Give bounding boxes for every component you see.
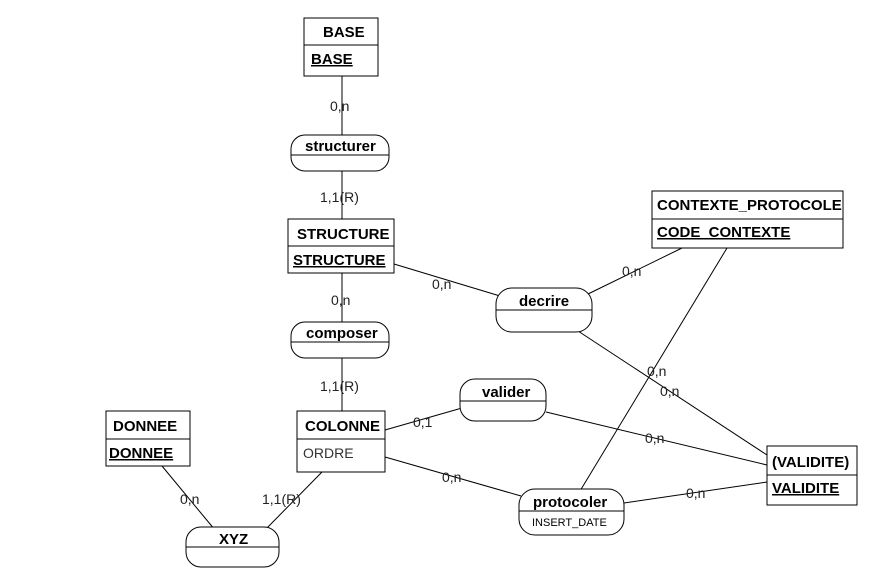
link-colonne-valider: [384, 407, 463, 431]
entity-structure-name: STRUCTURE: [297, 226, 390, 243]
card-contexte-protocoler: 0,n: [647, 363, 666, 379]
entity-colonne-name: COLONNE: [305, 418, 380, 435]
card-contexte-decrire: 0,n: [622, 263, 641, 279]
entity-structure[interactable]: STRUCTURE STRUCTURE: [287, 218, 395, 274]
card-base-structurer: 0,n: [330, 98, 349, 114]
relation-xyz-name: XYZ: [219, 531, 248, 548]
card-validite-valider: 0,n: [645, 430, 664, 446]
entity-donnee-name: DONNEE: [113, 418, 177, 435]
entity-base-name: BASE: [323, 24, 365, 41]
link-structure-decrire: [393, 263, 501, 297]
relation-valider-name: valider: [482, 384, 531, 401]
card-colonne-xyz: 1,1(R): [262, 491, 301, 507]
entity-base-key: BASE: [311, 51, 353, 68]
relation-composer[interactable]: composer: [290, 321, 390, 359]
relation-protocoler-name: protocoler: [533, 494, 607, 511]
entity-validite-key: VALIDITE: [772, 480, 839, 497]
entity-validite-name: (VALIDITE): [772, 454, 849, 471]
link-colonne-protocoler: [384, 456, 522, 497]
link-colonne-xyz: [264, 471, 323, 531]
link-donnee-xyz: [161, 465, 216, 531]
relation-structurer[interactable]: structurer: [290, 134, 390, 172]
entity-contexte-protocole-key: CODE_CONTEXTE: [657, 224, 790, 241]
card-validite-protocoler: 0,n: [686, 485, 705, 501]
entity-colonne-attr: ORDRE: [303, 445, 354, 461]
relation-structurer-name: structurer: [305, 138, 376, 155]
card-colonne-protocoler: 0,n: [442, 469, 461, 485]
relation-protocoler[interactable]: protocoler INSERT_DATE: [518, 488, 625, 536]
card-colonne-composer: 1,1(R): [320, 378, 359, 394]
card-structure-structurer: 1,1(R): [320, 189, 359, 205]
link-protocoler-validite: [623, 481, 768, 504]
entity-contexte-protocole[interactable]: CONTEXTE_PROTOCOLE CODE_CONTEXTE: [651, 190, 844, 249]
relation-decrire[interactable]: decrire: [495, 287, 593, 333]
entity-validite[interactable]: (VALIDITE) VALIDITE: [766, 445, 858, 506]
entity-colonne[interactable]: COLONNE ORDRE: [296, 410, 386, 473]
link-decrire-contexte: [587, 247, 683, 295]
relation-valider[interactable]: valider: [459, 378, 547, 422]
entity-base[interactable]: BASE BASE: [303, 17, 379, 77]
card-colonne-valider: 0,1: [413, 414, 433, 430]
relation-protocoler-attr: INSERT_DATE: [532, 517, 607, 529]
card-donnee-xyz: 0,n: [180, 491, 199, 507]
card-validite-decrire: 0,n: [660, 383, 679, 399]
relation-xyz[interactable]: XYZ: [185, 526, 280, 568]
entity-donnee[interactable]: DONNEE DONNEE: [105, 410, 191, 467]
card-structure-decrire: 0,n: [432, 276, 451, 292]
entity-structure-key: STRUCTURE: [293, 252, 386, 269]
entity-donnee-key: DONNEE: [109, 445, 173, 462]
links: [161, 76, 768, 531]
link-valider-validite: [545, 411, 768, 466]
cardinalities: 0,n 1,1(R) 0,n 0,n 0,n 1,1(R) 0,n 0,n 0,…: [180, 98, 705, 507]
link-contexte-protocoler: [579, 247, 728, 492]
relation-decrire-name: decrire: [519, 293, 569, 310]
link-decrire-validite: [577, 330, 768, 456]
card-structure-composer: 0,n: [331, 292, 350, 308]
entity-contexte-protocole-name: CONTEXTE_PROTOCOLE: [657, 197, 842, 214]
relation-composer-name: composer: [306, 325, 378, 342]
